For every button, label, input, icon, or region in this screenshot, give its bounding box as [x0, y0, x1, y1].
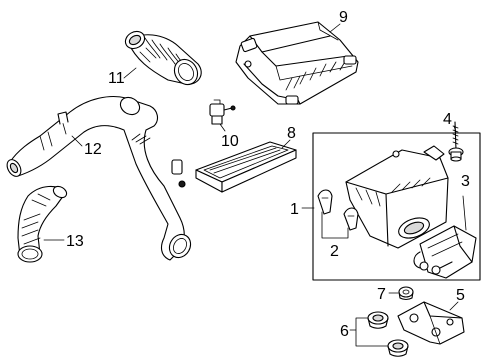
part-4-bolt: [448, 121, 464, 162]
leader-10: [219, 123, 226, 132]
leader-3: [462, 195, 467, 231]
part-2-clamps: [317, 189, 359, 231]
callout-12: 12: [84, 141, 102, 158]
callout-6: 6: [340, 323, 349, 340]
part-12-intake-tube: [6, 95, 192, 261]
callout-5: 5: [456, 287, 465, 304]
leader-8: [281, 139, 291, 149]
part-6-grommets: [367, 311, 409, 357]
part-7-grommet: [398, 286, 414, 301]
part-9-air-cleaner-cover: [235, 21, 359, 105]
leader-4: [453, 125, 457, 133]
part-5-bracket: [397, 301, 465, 345]
callout-3: 3: [461, 173, 470, 190]
part-13-hose: [17, 185, 68, 263]
part-10-sensor: [209, 99, 236, 125]
part-1-air-cleaner-housing: [345, 145, 449, 249]
part-3-duct: [413, 225, 477, 279]
callout-2: 2: [330, 243, 339, 260]
leader-9: [329, 23, 341, 33]
callout-7: 7: [377, 286, 386, 303]
leader-6: [349, 317, 389, 347]
leader-12: [71, 135, 83, 147]
part-11-intake-hose: [124, 30, 202, 86]
callout-10: 10: [221, 133, 239, 150]
callout-9: 9: [339, 9, 348, 26]
leader-2: [321, 211, 349, 239]
leader-5: [449, 301, 459, 311]
callout-8: 8: [287, 125, 296, 142]
callout-11: 11: [108, 70, 125, 87]
part-8-air-filter: [195, 141, 297, 193]
housing-bolt: [431, 261, 453, 275]
callout-1: 1: [290, 201, 299, 218]
callout-13: 13: [66, 233, 84, 250]
leader-11: [123, 67, 137, 79]
callout-4: 4: [443, 111, 452, 128]
housing-assembly-box: [312, 132, 481, 281]
